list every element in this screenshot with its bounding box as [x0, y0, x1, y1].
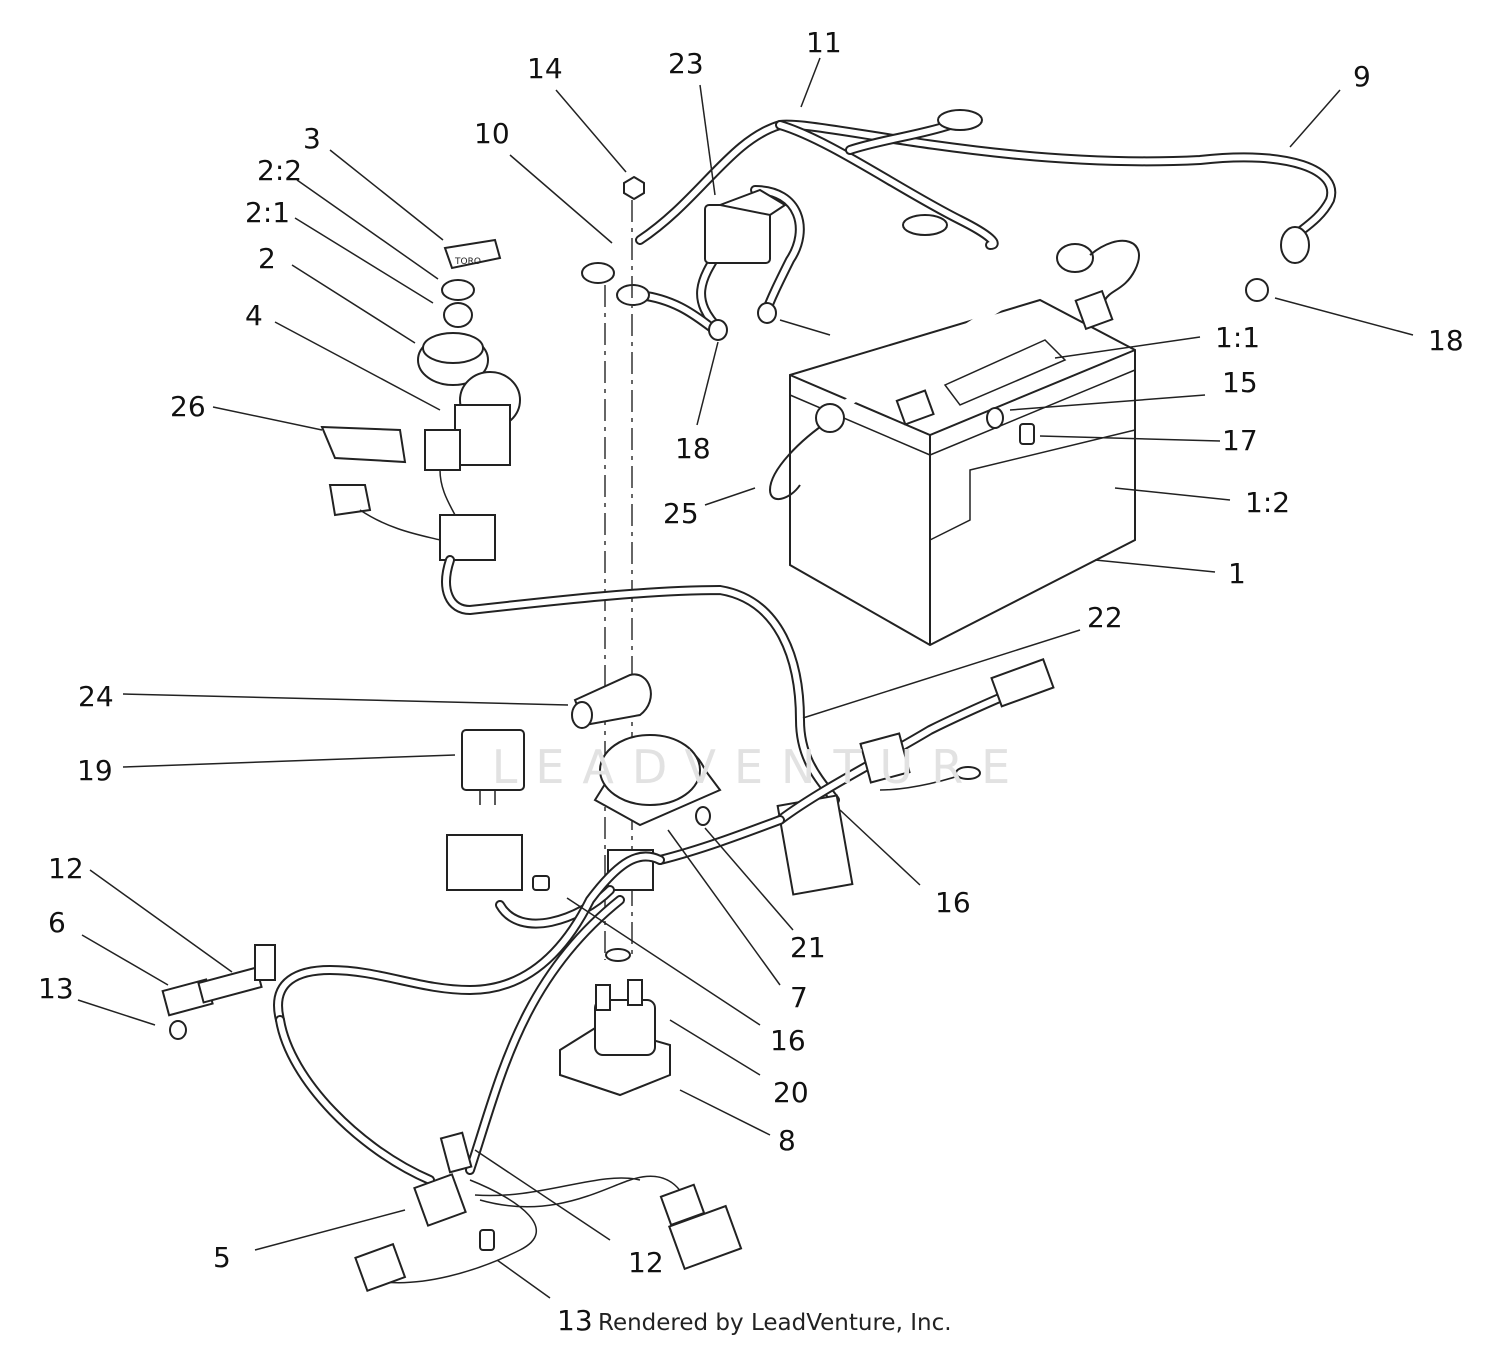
callout-12a: 12	[48, 852, 84, 885]
hour-meter	[593, 734, 722, 827]
callout-12b: 12	[628, 1246, 664, 1279]
screw	[695, 806, 711, 826]
callout-23: 23	[668, 47, 704, 80]
callout-14: 14	[527, 52, 563, 85]
battery	[789, 289, 1136, 647]
terminal-boot	[571, 673, 652, 729]
callout-13a: 13	[38, 972, 74, 1005]
callout-16a: 16	[935, 886, 971, 919]
callout-15: 15	[1222, 366, 1258, 399]
callout-26: 26	[170, 390, 206, 423]
callout-17: 17	[1222, 424, 1258, 457]
callout-1-2: 1:2	[1245, 486, 1290, 519]
mounting-post	[604, 200, 633, 960]
callout-22: 22	[1087, 601, 1123, 634]
callout-20: 20	[773, 1076, 809, 1109]
callout-2: 2	[258, 242, 276, 275]
callout-8: 8	[778, 1124, 796, 1157]
callout-1: 1	[1228, 557, 1246, 590]
callout-3: 3	[303, 122, 321, 155]
nut	[623, 175, 645, 201]
hold-down-rod	[768, 239, 1140, 500]
callout-24: 24	[78, 680, 114, 713]
callout-10: 10	[474, 117, 510, 150]
connector-block	[655, 658, 1055, 896]
relay	[461, 729, 525, 805]
fuse-block	[581, 185, 831, 341]
callout-2-1: 2:1	[245, 196, 290, 229]
bolt-washer	[986, 407, 1035, 445]
lower-harness	[161, 851, 743, 1293]
callout-5: 5	[213, 1241, 231, 1274]
callout-1-1: 1:1	[1215, 321, 1260, 354]
callout-6: 6	[48, 906, 66, 939]
callout-2-2: 2:2	[257, 154, 302, 187]
callout-18b: 18	[675, 432, 711, 465]
ignition-switch: TORO	[320, 238, 840, 805]
callout-19: 19	[77, 754, 113, 787]
callout-25: 25	[663, 497, 699, 530]
callout-4: 4	[245, 299, 263, 332]
callout-16b: 16	[770, 1024, 806, 1057]
battery-cables	[635, 109, 1337, 302]
callout-21: 21	[790, 931, 826, 964]
leader-lines	[77, 57, 1414, 1299]
callout-labels: 1 1:1 1:2 2 2:1 2:2 3 4 5 6 7 8 9 10 11 …	[38, 26, 1464, 1337]
callout-9: 9	[1353, 60, 1371, 93]
key-label: TORO	[454, 257, 481, 267]
callout-7: 7	[790, 981, 808, 1014]
credit-text: Rendered by LeadVenture, Inc.	[598, 1310, 952, 1336]
callout-11: 11	[806, 26, 842, 59]
callout-13b: 13	[557, 1304, 593, 1337]
callout-18a: 18	[1428, 324, 1464, 357]
